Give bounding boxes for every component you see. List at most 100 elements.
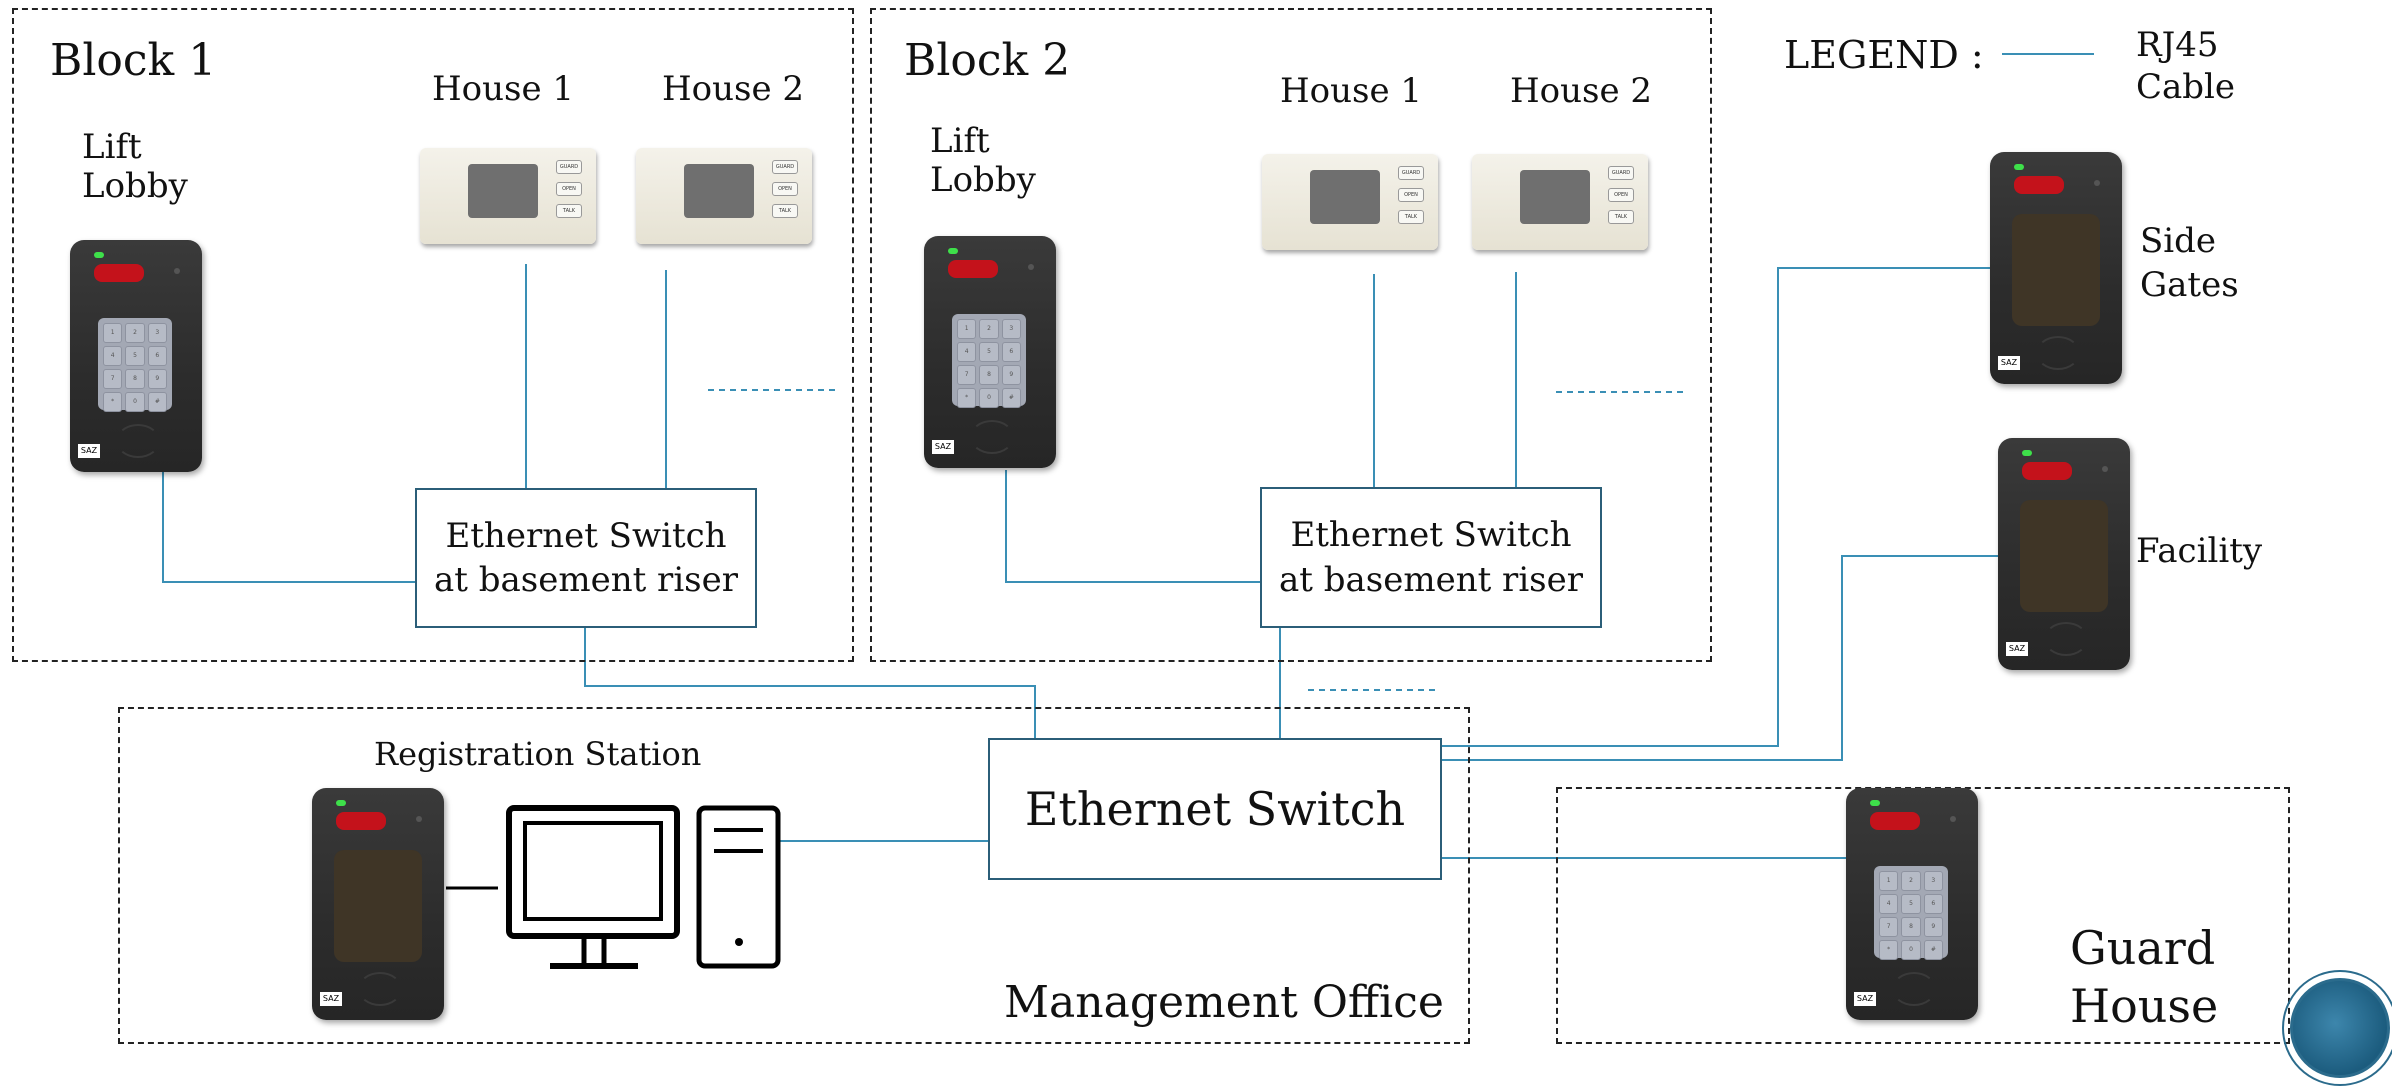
intercom-open-button: OPEN	[772, 182, 798, 196]
status-led-icon	[94, 252, 104, 258]
block-2-lobby-label: Lift Lobby	[930, 121, 1036, 201]
indicator-bar-icon	[2022, 462, 2072, 480]
card-window	[334, 850, 422, 962]
block-1-house-2-label: House 2	[662, 69, 805, 109]
rfid-icon	[358, 972, 402, 1006]
facility-reader: SAZ	[1998, 438, 2130, 670]
keypad-key: 2	[1901, 871, 1921, 891]
sensor-dot-icon	[2094, 180, 2100, 186]
intercom-screen	[1310, 170, 1380, 224]
keypad-key: 1	[1879, 871, 1899, 891]
intercom-screen	[468, 164, 538, 218]
legend-label: LEGEND :	[1784, 33, 1984, 77]
keypad-key: 1	[103, 323, 123, 343]
keypad-key: 4	[103, 346, 123, 366]
keypad-key: 6	[1923, 894, 1943, 914]
keypad-key: 6	[147, 346, 167, 366]
status-led-icon	[2014, 164, 2024, 170]
keypad-key: 7	[957, 365, 977, 385]
side-gates-reader: SAZ	[1990, 152, 2122, 384]
guard-house-label-line1: Guard	[2070, 921, 2216, 975]
cable-b1-reader-to-switch	[162, 472, 415, 583]
switch-label-line2: at basement riser	[1278, 559, 1584, 600]
keypad-key: 0	[125, 392, 145, 412]
keypad-key: 1	[957, 319, 977, 339]
main-switch-label: Ethernet Switch	[1024, 782, 1406, 836]
keypad-key: #	[1923, 940, 1943, 960]
keypad-key: #	[147, 392, 167, 412]
intercom-guard-button: GUARD	[1608, 166, 1634, 180]
corner-badge	[2290, 978, 2390, 1078]
keypad-key: #	[1001, 388, 1021, 408]
brand-logo: SAZ	[78, 444, 100, 458]
card-window	[2020, 500, 2108, 612]
sensor-dot-icon	[1028, 264, 1034, 270]
rfid-icon	[970, 420, 1014, 454]
keypad-key: *	[957, 388, 977, 408]
block-1-house-2-intercom: GUARD OPEN TALK	[636, 148, 812, 244]
keypad-key: *	[103, 392, 123, 412]
keypad-key: 7	[103, 369, 123, 389]
cable-b1-switch-to-main	[584, 628, 1036, 738]
legend-item-line2: Cable	[2136, 67, 2236, 107]
block-1-title: Block 1	[50, 35, 217, 86]
brand-logo: SAZ	[932, 440, 954, 454]
cable-layer	[162, 53, 2094, 969]
registration-station-label: Registration Station	[374, 735, 702, 773]
intercom-open-button: OPEN	[1398, 188, 1424, 202]
indicator-bar-icon	[1870, 812, 1920, 830]
keypad-key: 8	[125, 369, 145, 389]
network-diagram: Block 1 Lift Lobby House 1 House 2 Block…	[12, 8, 2392, 1086]
indicator-bar-icon	[94, 264, 144, 282]
status-led-icon	[948, 248, 958, 254]
keypad-key: 5	[979, 342, 999, 362]
keypad-key: 7	[1879, 917, 1899, 937]
indicator-bar-icon	[948, 260, 998, 278]
side-gates-label-line1: Side	[2140, 221, 2217, 261]
intercom-talk-button: TALK	[1608, 210, 1634, 224]
keypad-key: 5	[1901, 894, 1921, 914]
block-2-house-1-label: House 1	[1280, 71, 1423, 111]
indicator-bar-icon	[2014, 176, 2064, 194]
keypad-key: 5	[125, 346, 145, 366]
keypad-key: 8	[979, 365, 999, 385]
guard-house-label-line2: House	[2070, 979, 2219, 1033]
status-led-icon	[2022, 450, 2032, 456]
intercom-talk-button: TALK	[556, 204, 582, 218]
block-2-riser-switch-text: Ethernet Switch at basement riser	[1279, 513, 1583, 601]
keypad-key: 2	[125, 323, 145, 343]
side-gates-label-line2: Gates	[2140, 265, 2239, 305]
rfid-icon	[2036, 336, 2080, 370]
brand-logo: SAZ	[1998, 356, 2020, 370]
intercom-guard-button: GUARD	[556, 160, 582, 174]
block-2-house-2-label: House 2	[1510, 71, 1653, 111]
facility-label: Facility	[2136, 531, 2263, 571]
sensor-dot-icon	[2102, 466, 2108, 472]
status-led-icon	[336, 800, 346, 806]
block-2-house-1-intercom: GUARD OPEN TALK	[1262, 154, 1438, 250]
keypad-key: 0	[979, 388, 999, 408]
intercom-talk-button: TALK	[772, 204, 798, 218]
intercom-guard-button: GUARD	[1398, 166, 1424, 180]
block-2-title: Block 2	[904, 35, 1071, 86]
keypad-key: *	[1879, 940, 1899, 960]
brand-logo: SAZ	[2006, 642, 2028, 656]
rfid-icon	[2044, 622, 2088, 656]
switch-label-line2: at basement riser	[433, 560, 739, 600]
cable-main-to-side-gates	[1440, 267, 1990, 747]
cable-main-to-facility	[1440, 555, 2000, 761]
switch-label-line1: Ethernet Switch	[1290, 515, 1572, 556]
indicator-bar-icon	[336, 812, 386, 830]
keypad-key: 0	[1901, 940, 1921, 960]
keypad-key: 4	[1879, 894, 1899, 914]
main-ethernet-switch: Ethernet Switch	[988, 738, 1442, 880]
card-window	[2012, 214, 2100, 326]
block-1-house-1-intercom: GUARD OPEN TALK	[420, 148, 596, 244]
block-2-zone	[870, 8, 1712, 662]
legend-item-line1: RJ45	[2136, 25, 2219, 65]
